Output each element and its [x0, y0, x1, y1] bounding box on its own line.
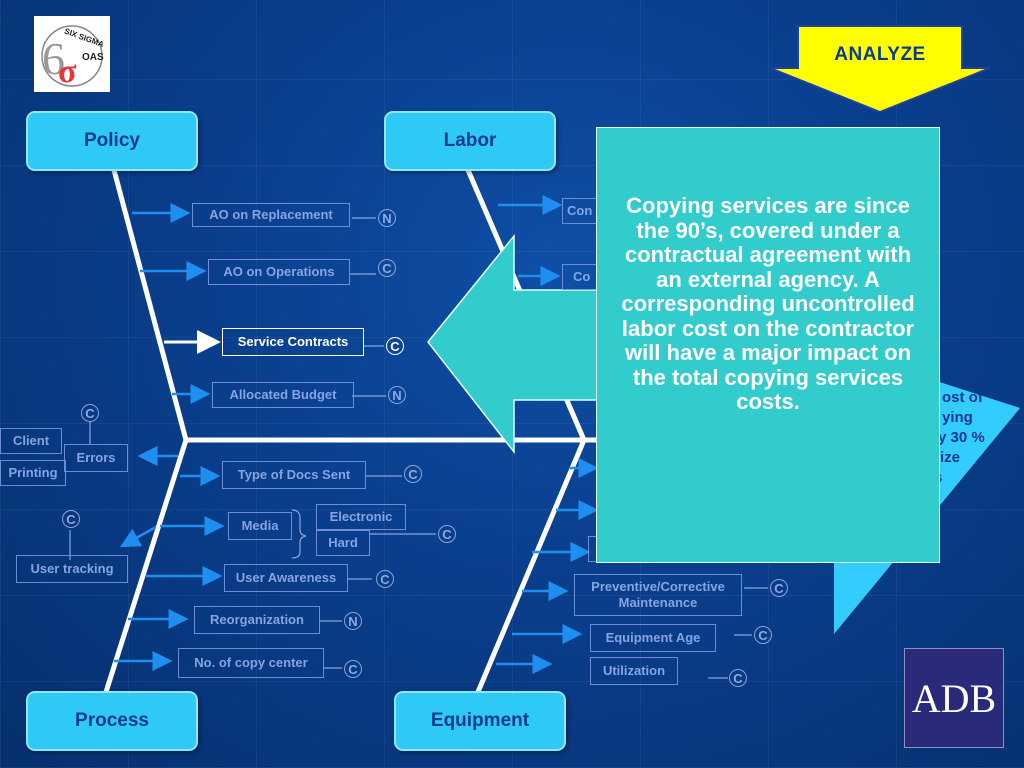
code-badge: N [344, 612, 362, 630]
effect-line: ize [940, 449, 961, 466]
effect-line: ying [942, 409, 973, 426]
code-badge: C [378, 259, 396, 277]
cause-reorganization: Reorganization [194, 606, 320, 634]
adb-logo: ADB [904, 648, 1004, 748]
logo-six: 6 [42, 33, 65, 84]
cause-utilization: Utilization [590, 657, 678, 685]
cause-hard: Hard [316, 530, 370, 556]
cause-user-awareness: User Awareness [224, 564, 348, 592]
effect-text: ost of ying y 30 % ize s [934, 388, 1022, 488]
cause-allocated-budget: Allocated Budget [212, 382, 354, 408]
policy-bone [111, 169, 189, 441]
code-badge: C [729, 669, 747, 687]
cause-ao-replacement: AO on Replacement [192, 203, 350, 227]
effect-line: y 30 % [938, 429, 985, 446]
cause-type-of-docs: Type of Docs Sent [222, 461, 366, 489]
cause-media: Media [228, 512, 292, 540]
code-badge: C [404, 465, 422, 483]
process-bone [103, 439, 189, 693]
effect-line: s [934, 468, 1022, 488]
callout-box: Copying services are since the 90’s, cov… [596, 127, 940, 563]
phase-label: ANALYZE [834, 44, 926, 65]
cause-service-contracts: Service Contracts [222, 328, 364, 356]
code-badge: C [376, 570, 394, 588]
cause-equipment-age: Equipment Age [590, 624, 716, 652]
cause-ao-operations: AO on Operations [208, 259, 350, 285]
six-sigma-logo: 6 σ SIX SIGMA OAS [34, 16, 110, 92]
media-brace [291, 509, 307, 559]
analyze-arrow-shape [769, 25, 991, 114]
cause-no-copy-center: No. of copy center [178, 648, 324, 678]
subcause-printing: Printing [0, 460, 66, 486]
code-badge: N [378, 209, 396, 227]
cause-electronic: Electronic [316, 504, 406, 530]
logo-sigma: σ [58, 53, 77, 90]
code-badge: C [81, 404, 99, 422]
subcause-errors: Errors [64, 444, 128, 472]
category-equipment: Equipment [394, 691, 566, 751]
category-process: Process [26, 691, 198, 751]
cause-preventive-maintenance: Preventive/Corrective Maintenance [574, 574, 742, 616]
code-badge: N [388, 386, 406, 404]
six-sigma-logo-graphic: 6 σ SIX SIGMA OAS [41, 25, 105, 90]
equipment-bone [475, 439, 587, 693]
code-badge: C [438, 525, 456, 543]
effect-line: ost of [942, 389, 983, 406]
subcause-user-tracking: User tracking [16, 555, 128, 583]
category-labor: Labor [384, 111, 556, 171]
code-badge: C [770, 579, 788, 597]
logo-top-text: SIX SIGMA [63, 27, 105, 50]
code-badge: C [344, 660, 362, 678]
subcause-client: Client [0, 428, 62, 454]
category-policy: Policy [26, 111, 198, 171]
code-badge: C [386, 337, 404, 355]
code-badge: C [754, 626, 772, 644]
code-badge: C [62, 510, 80, 528]
logo-side-text: OAS [82, 52, 104, 63]
callout-text: Copying services are since the 90’s, cov… [621, 193, 915, 414]
